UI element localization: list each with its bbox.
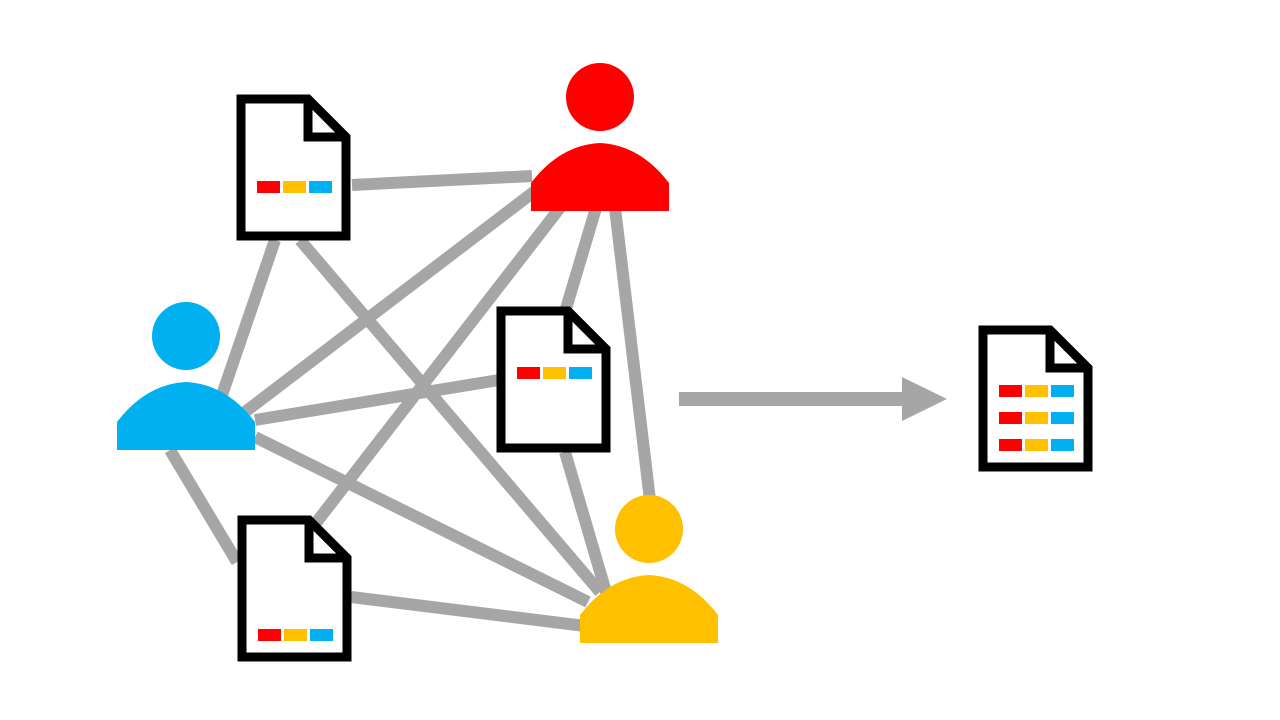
color-field [999, 412, 1022, 424]
color-field [999, 439, 1022, 451]
document-bottom-icon [237, 515, 352, 662]
color-field [543, 367, 566, 379]
connection-line [216, 238, 281, 397]
document-middle-icon [496, 306, 611, 453]
color-field [284, 629, 307, 641]
document-merged-icon [978, 325, 1093, 472]
connection-line [559, 450, 612, 594]
connection-line [351, 170, 533, 191]
connection-line [252, 431, 591, 608]
color-field [1025, 385, 1048, 397]
connection-line [350, 591, 586, 632]
color-field [1051, 385, 1074, 397]
color-field [1051, 412, 1074, 424]
connection-line [609, 207, 656, 501]
color-field [999, 385, 1022, 397]
connection-line [559, 206, 602, 314]
connections [164, 170, 656, 632]
color-field [1051, 439, 1074, 451]
color-field [309, 181, 332, 193]
person-yellow-icon [580, 495, 718, 643]
color-field [257, 181, 280, 193]
color-field [569, 367, 592, 379]
color-field [1025, 412, 1048, 424]
color-field [517, 367, 540, 379]
color-field [310, 629, 333, 641]
connection-line [254, 374, 500, 426]
connection-line [164, 446, 243, 566]
color-field [258, 629, 281, 641]
person-blue-icon [117, 302, 255, 450]
connection-line [241, 170, 560, 417]
person-red-icon [531, 63, 669, 211]
color-field [1025, 439, 1048, 451]
arrow-right-icon [679, 377, 947, 421]
nodes [117, 63, 1093, 662]
connection-line [295, 236, 605, 596]
color-field [283, 181, 306, 193]
connection-line [307, 196, 571, 532]
document-top-icon [236, 94, 351, 241]
